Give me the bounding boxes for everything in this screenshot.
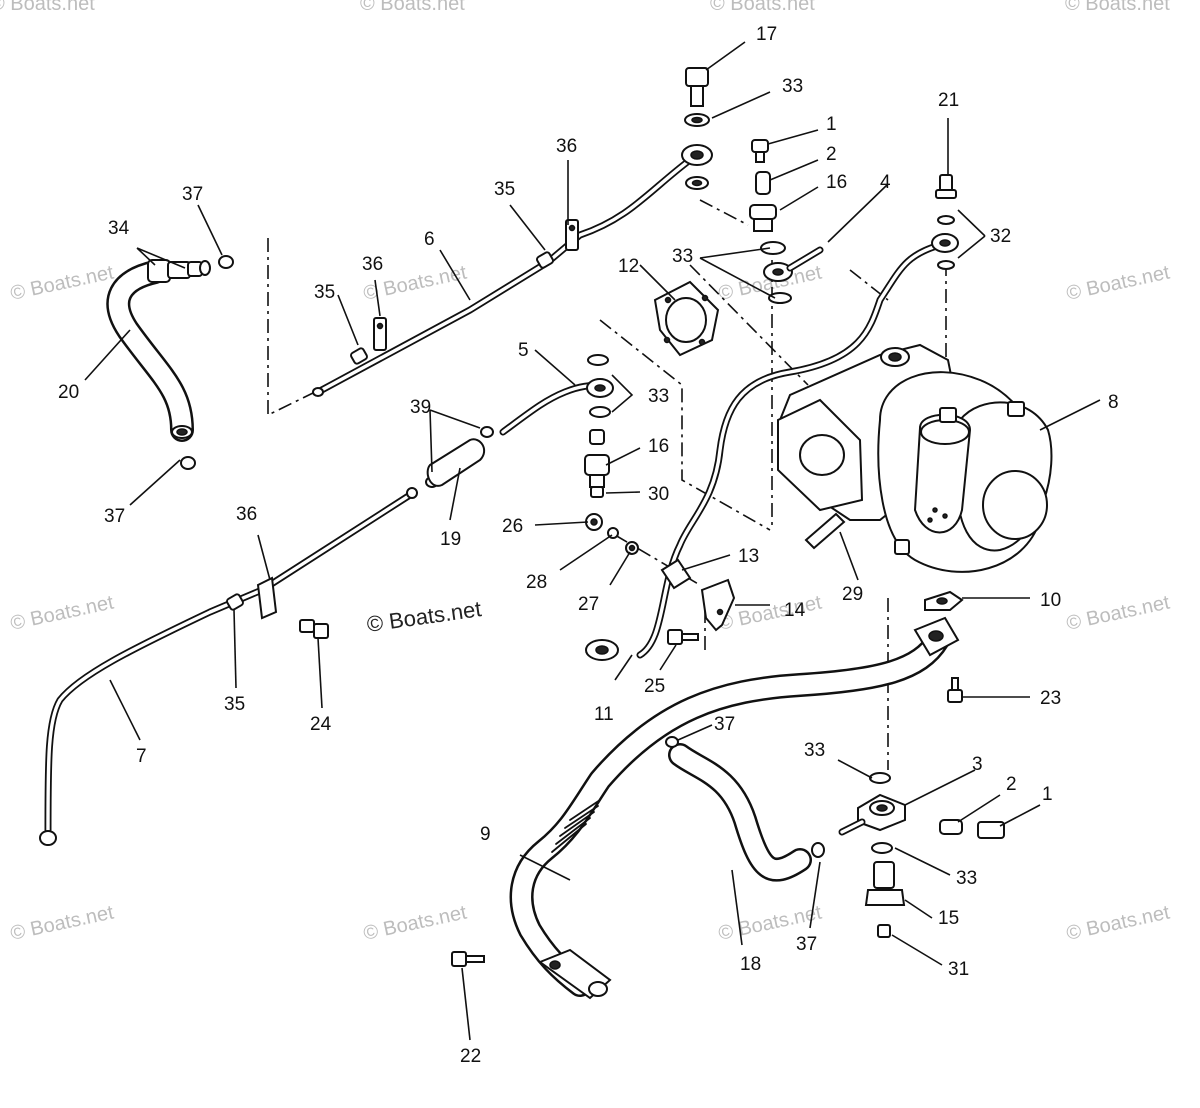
callout-30: 30 bbox=[648, 484, 669, 505]
watermark: © Boats.net bbox=[8, 901, 116, 944]
callout-12: 12 bbox=[618, 256, 639, 277]
banjo-fitting-top bbox=[681, 67, 713, 190]
clamp-part-37 bbox=[218, 255, 234, 269]
fitting-stack-upper bbox=[749, 139, 793, 304]
bolt-part-23 bbox=[947, 677, 963, 703]
clamp-bracket-lower bbox=[226, 576, 329, 639]
callout-labels: 17 33 1 2 16 4 33 21 32 8 36 35 6 36 35 … bbox=[58, 24, 1119, 1067]
watermark: © Boats.net bbox=[360, 0, 465, 15]
oil-return-tube-part-9 bbox=[509, 616, 960, 1000]
watermark: © Boats.net bbox=[1064, 901, 1172, 944]
callout-33: 33 bbox=[648, 386, 669, 407]
callout-17: 17 bbox=[756, 24, 777, 45]
callout-36: 36 bbox=[362, 254, 383, 275]
callout-29: 29 bbox=[842, 584, 863, 605]
fitting-stack-middle bbox=[584, 429, 610, 498]
callout-3: 3 bbox=[972, 754, 983, 775]
callout-10: 10 bbox=[1040, 590, 1061, 611]
callout-18: 18 bbox=[740, 954, 761, 975]
watermark: © Boats.net bbox=[1065, 0, 1170, 15]
callout-16: 16 bbox=[648, 436, 669, 457]
callout-15: 15 bbox=[938, 908, 959, 929]
tube-part-7 bbox=[39, 487, 418, 846]
turbocharger-part-8 bbox=[777, 343, 1053, 573]
callout-32: 32 bbox=[990, 226, 1011, 247]
callout-13: 13 bbox=[738, 546, 759, 567]
callout-25: 25 bbox=[644, 676, 665, 697]
watermark: © Boats.net bbox=[8, 591, 116, 634]
callout-35: 35 bbox=[314, 282, 335, 303]
callout-4: 4 bbox=[880, 172, 891, 193]
callout-35: 35 bbox=[494, 179, 515, 200]
watermark: © Boats.net bbox=[1064, 261, 1172, 304]
callout-8: 8 bbox=[1108, 392, 1119, 413]
callout-35: 35 bbox=[224, 694, 245, 715]
callout-33: 33 bbox=[804, 740, 825, 761]
callout-37: 37 bbox=[182, 184, 203, 205]
callout-33: 33 bbox=[672, 246, 693, 267]
callout-37: 37 bbox=[714, 714, 735, 735]
callout-11: 11 bbox=[594, 704, 614, 725]
callout-39: 39 bbox=[410, 397, 431, 418]
callout-33: 33 bbox=[956, 868, 977, 889]
callout-37: 37 bbox=[796, 934, 817, 955]
stud-part-29 bbox=[804, 512, 846, 550]
callout-22: 22 bbox=[460, 1046, 481, 1067]
callout-19: 19 bbox=[440, 529, 461, 550]
clamp-bracket-upper bbox=[350, 219, 579, 365]
bolt-part-22 bbox=[451, 951, 485, 967]
leader-lines bbox=[84, 41, 1101, 1041]
callout-2: 2 bbox=[1006, 774, 1017, 795]
callout-1: 1 bbox=[826, 114, 837, 135]
banjo-fitting-part-3 bbox=[838, 772, 1005, 938]
hose-part-20 bbox=[106, 260, 194, 442]
watermark: © Boats.net bbox=[0, 0, 95, 15]
watermark: © Boats.net bbox=[361, 901, 469, 944]
callout-33: 33 bbox=[782, 76, 803, 97]
callout-31: 31 bbox=[948, 959, 969, 980]
gasket-part-12 bbox=[653, 280, 720, 357]
callout-24: 24 bbox=[310, 714, 332, 735]
callout-16: 16 bbox=[826, 172, 847, 193]
callout-2: 2 bbox=[826, 144, 837, 165]
callout-5: 5 bbox=[518, 340, 529, 361]
callout-9: 9 bbox=[480, 824, 491, 845]
bracket-part-14 bbox=[660, 558, 736, 645]
callout-21: 21 bbox=[938, 90, 959, 111]
watermark: © Boats.net bbox=[1064, 591, 1172, 634]
callout-1: 1 bbox=[1042, 784, 1053, 805]
tube-part-4 bbox=[786, 246, 824, 272]
watermark: © Boats.net bbox=[710, 0, 815, 15]
callout-7: 7 bbox=[136, 746, 147, 767]
callout-36: 36 bbox=[236, 504, 257, 525]
hose-part-18 bbox=[665, 736, 825, 882]
callout-37: 37 bbox=[104, 506, 125, 527]
callout-28: 28 bbox=[526, 572, 547, 593]
callout-26: 26 bbox=[502, 516, 523, 537]
callout-34: 34 bbox=[108, 218, 130, 239]
callout-6: 6 bbox=[424, 229, 435, 250]
hose-part-19 bbox=[425, 426, 494, 488]
fitting-part-34 bbox=[147, 259, 211, 283]
callout-20: 20 bbox=[58, 382, 79, 403]
watermark-main: © Boats.net bbox=[365, 596, 483, 637]
watermark: © Boats.net bbox=[8, 261, 116, 304]
callout-27: 27 bbox=[578, 594, 599, 615]
tube-part-5 bbox=[499, 354, 614, 436]
clamp-part-37 bbox=[180, 456, 196, 470]
callout-36: 36 bbox=[556, 136, 577, 157]
callout-23: 23 bbox=[1040, 688, 1061, 709]
callout-14: 14 bbox=[784, 600, 806, 621]
gasket-part-10 bbox=[924, 590, 964, 611]
